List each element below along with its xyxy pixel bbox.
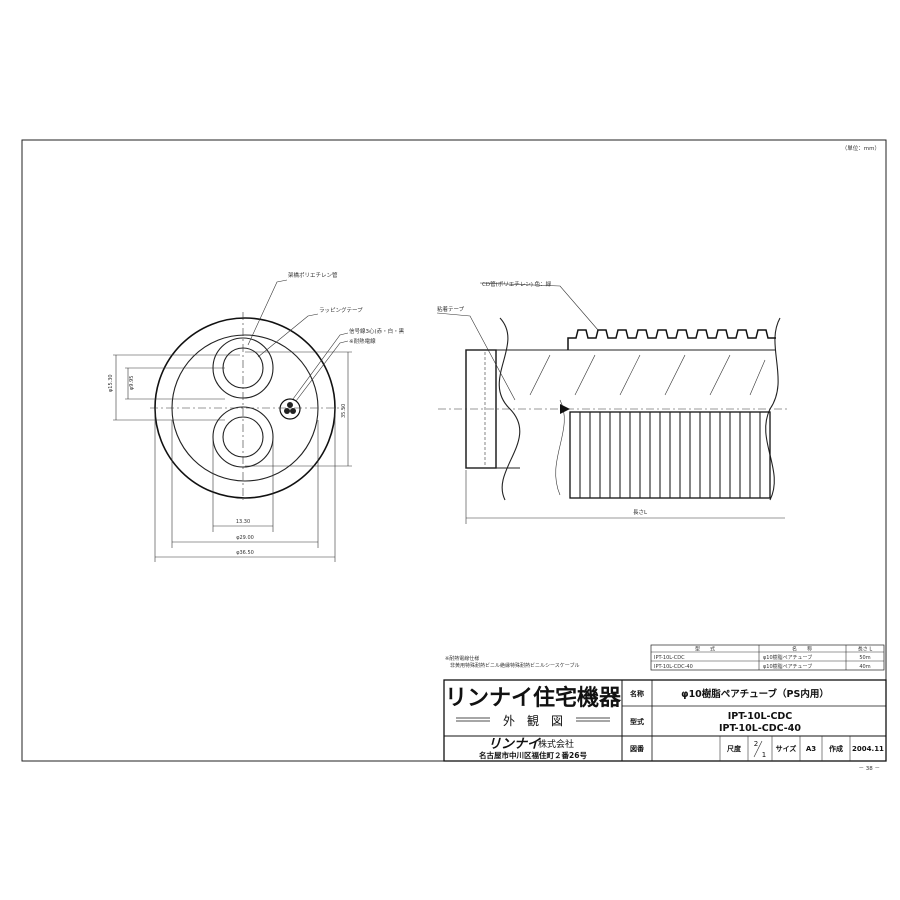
dim-length: 長さL bbox=[633, 509, 648, 516]
tape-line bbox=[749, 359, 766, 396]
signal-core bbox=[287, 402, 293, 408]
unit-label: （単位：mm） bbox=[842, 144, 880, 152]
table-cell: φ10樹脂ペアチューブ bbox=[763, 654, 812, 661]
arrow-head bbox=[560, 404, 570, 414]
dim-1530: φ15.30 bbox=[108, 374, 114, 392]
label-adhesive-tape: 粘着テープ bbox=[437, 305, 465, 313]
corrugation-lower bbox=[569, 411, 771, 499]
name-value: φ10樹脂ペアチューブ（PS内用） bbox=[681, 688, 829, 700]
note-line-1: ※耐熱電線仕様 bbox=[445, 655, 479, 662]
label-cd-pipe: CD管(ポリエチレン) 色：緑 bbox=[482, 280, 552, 288]
title-block: リンナイ住宅機器 外 観 図 リンナイ 株式会社 名古屋市中川区福住町２番26号… bbox=[443, 679, 887, 762]
drawing-no-label: 図番 bbox=[630, 744, 645, 753]
break-curve-right-upper bbox=[769, 317, 781, 410]
model-value-2: IPT-10L-CDC-40 bbox=[719, 723, 801, 734]
break-curve-inner bbox=[555, 399, 565, 496]
label-outer-tube: 架橋ポリエチレン管 bbox=[288, 271, 338, 279]
tape-line bbox=[664, 354, 686, 396]
table-cell: 50m bbox=[859, 655, 870, 661]
model-value-1: IPT-10L-CDC bbox=[728, 711, 793, 722]
company-logo: リンナイ bbox=[488, 737, 541, 752]
dim-3650: φ36.50 bbox=[236, 550, 254, 556]
brand-title: リンナイ住宅機器 bbox=[445, 685, 622, 711]
table-header-model: 型 式 bbox=[695, 646, 715, 653]
table-cell: IPT-10L-CDC-40 bbox=[654, 664, 693, 670]
cross-section-view: 架橋ポリエチレン管 ラッピングテープ 信号線3心(赤・白・黒 ※耐熱電線 φ15… bbox=[108, 271, 405, 562]
company-suffix: 株式会社 bbox=[538, 738, 574, 750]
tape-line bbox=[574, 354, 596, 396]
tape-line bbox=[529, 354, 551, 396]
tape-line bbox=[709, 354, 731, 396]
note-line-2: 非黄用特殊耐熱ビニル絶縁特殊耐熱ビニルシースケーブル bbox=[445, 662, 579, 669]
dim-2900: φ29.00 bbox=[236, 535, 254, 541]
label-signal-wire: 信号線3心(赤・白・黒 bbox=[349, 327, 405, 335]
size-label: サイズ bbox=[776, 744, 797, 753]
model-label: 型式 bbox=[630, 717, 644, 726]
side-view: CD管(ポリエチレン) 色：緑 粘着テープ 長さL bbox=[436, 280, 790, 524]
signal-wire-bundle bbox=[279, 398, 301, 420]
scale-numerator: 2 bbox=[754, 740, 758, 748]
name-label: 名称 bbox=[630, 689, 644, 698]
label-wrapping-tape: ラッピングテープ bbox=[319, 306, 363, 314]
table-cell: IPT-10L-CDC bbox=[654, 655, 685, 661]
date-value: 2004.11 bbox=[852, 745, 884, 753]
label-heat-wire: ※耐熱電線 bbox=[349, 337, 376, 345]
break-curve-left bbox=[498, 317, 521, 501]
leader-adhesive-tape bbox=[436, 312, 516, 401]
signal-core bbox=[290, 408, 296, 414]
size-value: A3 bbox=[806, 745, 816, 753]
table-cell: φ10樹脂ペアチューブ bbox=[763, 663, 812, 670]
drawing-kind: 外 観 図 bbox=[503, 714, 563, 728]
date-label: 作成 bbox=[829, 744, 843, 753]
leader-cd-pipe bbox=[479, 282, 599, 331]
dim-1330: 13.30 bbox=[236, 519, 250, 525]
company-address: 名古屋市中川区福住町２番26号 bbox=[479, 750, 587, 760]
leader-wrapping bbox=[257, 313, 319, 358]
page-number: － 38 － bbox=[859, 766, 881, 772]
scale-denominator: 1 bbox=[762, 751, 766, 759]
leader-heat-wire bbox=[295, 340, 349, 402]
corrugation-top bbox=[567, 329, 776, 350]
table-header-name: 名 称 bbox=[792, 646, 812, 653]
tape-line bbox=[619, 354, 641, 396]
spec-table: 型 式 名 称 長さ L IPT-10L-CDC φ10樹脂ペアチューブ 50m… bbox=[650, 644, 885, 671]
table-header-length: 長さ L bbox=[858, 646, 873, 653]
scale-label: 尺度 bbox=[726, 744, 742, 753]
leader-outer-tube bbox=[247, 279, 288, 346]
dim-995: φ9.95 bbox=[129, 376, 135, 390]
table-cell: 40m bbox=[859, 664, 870, 670]
leader-signal bbox=[292, 332, 349, 400]
dim-3550: 35.50 bbox=[341, 404, 347, 418]
signal-core bbox=[284, 408, 290, 414]
